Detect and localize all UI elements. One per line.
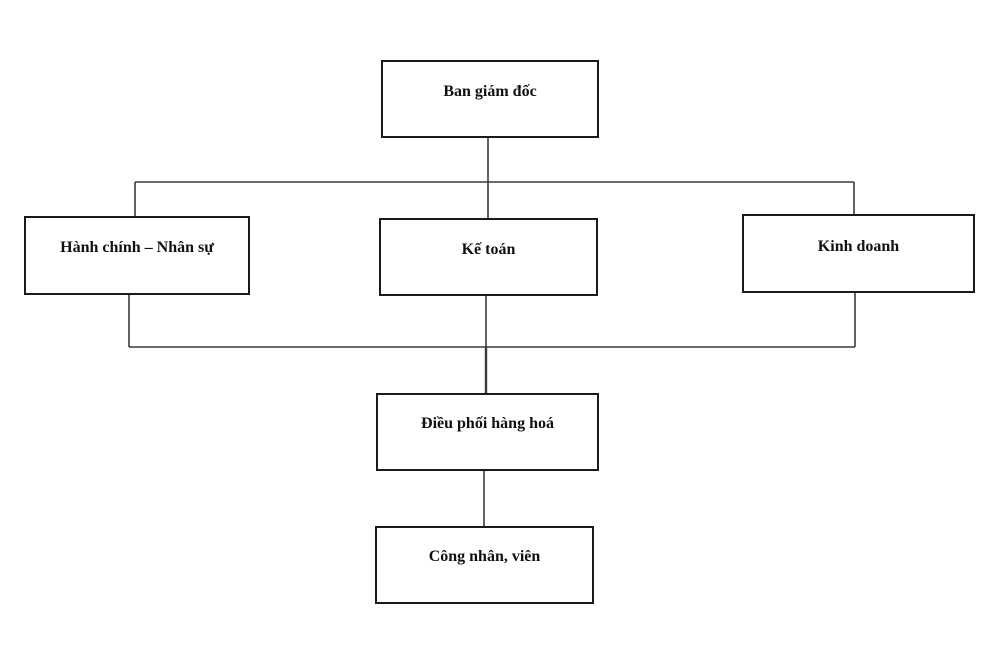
node-label: Điều phối hàng hoá [421, 415, 554, 432]
node-board-of-directors: Ban giám đốc [381, 60, 599, 138]
node-label: Kế toán [461, 241, 516, 258]
node-hr-admin: Hành chính – Nhân sự [24, 216, 250, 295]
node-label: Hành chính – Nhân sự [60, 238, 214, 256]
node-accounting: Kế toán [379, 218, 598, 296]
node-goods-distribution: Điều phối hàng hoá [376, 393, 599, 471]
node-workers-staff: Công nhân, viên [375, 526, 594, 604]
node-sales: Kinh doanh [742, 214, 975, 293]
node-label: Ban giám đốc [443, 83, 537, 100]
node-label: Kinh doanh [817, 237, 900, 255]
node-label: Công nhân, viên [428, 548, 541, 565]
